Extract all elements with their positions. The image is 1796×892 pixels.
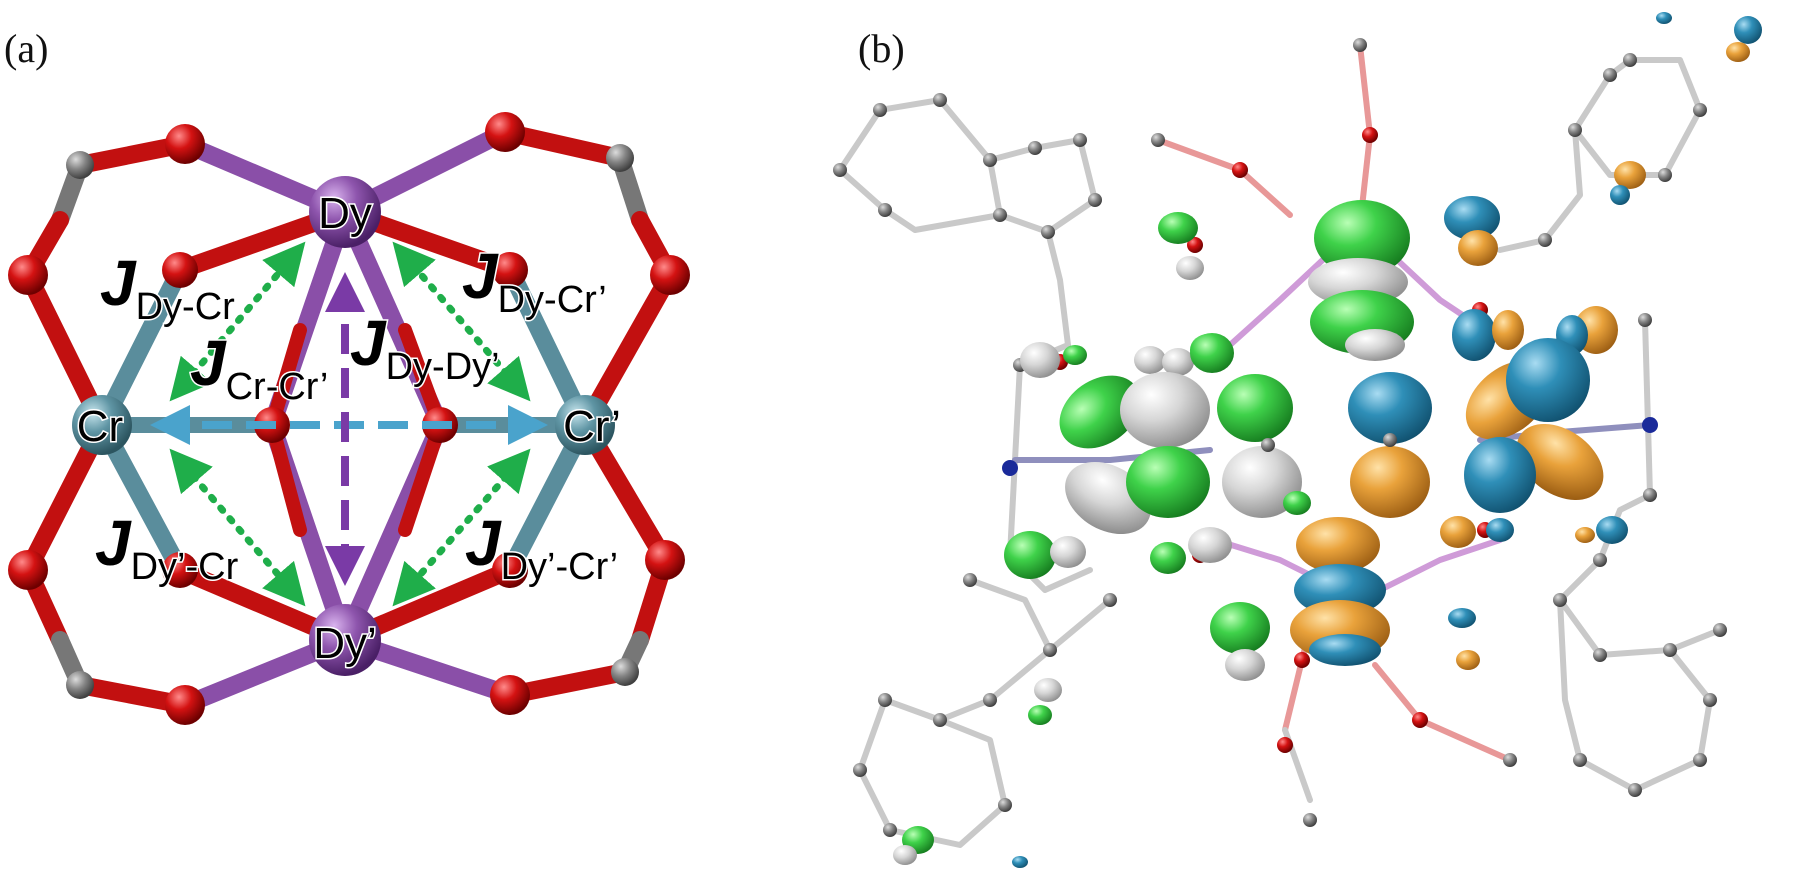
oxygen-atom xyxy=(8,255,48,295)
oxygen-atom xyxy=(8,550,48,590)
carbon-atom xyxy=(66,151,94,179)
oxygen-atom xyxy=(490,675,530,715)
panel-b-orbitals xyxy=(893,12,1762,868)
atom-center-right xyxy=(1383,433,1397,447)
panel-a: (a) xyxy=(4,26,690,725)
orbital-lobe-green xyxy=(1314,200,1410,276)
dy-atom-top xyxy=(309,176,381,248)
oxygen-atom xyxy=(165,124,205,164)
oxygen-atom xyxy=(650,255,690,295)
panel-b-skeleton-atoms xyxy=(833,38,1727,837)
label-j-dy-crp: JDy-Cr’ xyxy=(462,240,607,321)
panel-b-label: (b) xyxy=(858,26,905,71)
panel-b: (b) xyxy=(833,12,1762,868)
carbon-atom xyxy=(66,671,94,699)
oxygen-atom xyxy=(162,252,198,288)
arrow-dyp-crp xyxy=(392,448,531,607)
oxygen-atom xyxy=(645,540,685,580)
arrow-dyp-cr xyxy=(169,448,306,607)
cr-atom-right xyxy=(555,395,615,455)
nitrogen-atom xyxy=(1642,417,1658,433)
arrow-dy-crp xyxy=(392,241,531,402)
carbon-atom xyxy=(611,658,639,686)
label-j-dyp-cr: JDy’-Cr xyxy=(95,507,239,588)
cr-atom-left xyxy=(72,395,132,455)
carbon-atom xyxy=(606,144,634,172)
label-dy: Dy xyxy=(318,189,372,238)
arrow-dy-cr xyxy=(169,241,306,402)
label-dy-prime: Dy’ xyxy=(313,619,377,668)
dy-atom-bottom xyxy=(309,604,381,676)
label-j-dy-cr: JDy-Cr xyxy=(100,247,235,328)
label-j-dy-dyp: JDy-Dy’ xyxy=(350,307,500,388)
label-cr-prime: Cr’ xyxy=(563,402,621,451)
label-cr: Cr xyxy=(77,402,123,451)
panel-a-arrows xyxy=(150,241,548,607)
oxygen-atom xyxy=(165,685,205,725)
atom-center-left xyxy=(1261,438,1275,452)
nitrogen-atom xyxy=(1002,460,1018,476)
label-j-cr-crp: JCr-Cr’ xyxy=(190,327,328,408)
label-j-dyp-crp: JDy’-Cr’ xyxy=(465,507,618,588)
oxygen-atom xyxy=(485,112,525,152)
orbital-lobe-white xyxy=(1345,329,1405,361)
panel-a-label: (a) xyxy=(4,26,48,71)
